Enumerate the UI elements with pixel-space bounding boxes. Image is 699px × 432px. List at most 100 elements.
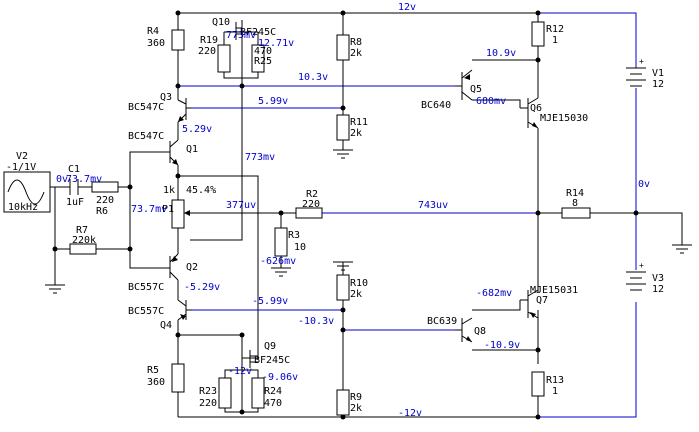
resistors: R4 360 R5 360 220 R6 R7 220k 1k 45.4% P1… [69, 21, 591, 416]
junctions [52, 10, 639, 420]
svg-text:773mv: 773mv [226, 30, 256, 41]
source-v2: V2 -1/1V 10kHz [3, 151, 55, 213]
svg-text:1: 1 [552, 35, 558, 46]
svg-text:-1/1V: -1/1V [6, 162, 36, 173]
svg-text:12: 12 [652, 79, 664, 90]
svg-text:-9.06v: -9.06v [262, 372, 298, 383]
svg-text:R3: R3 [288, 230, 300, 241]
svg-text:10.3v: 10.3v [298, 72, 328, 83]
svg-text:220: 220 [199, 398, 217, 409]
svg-text:Q9: Q9 [264, 341, 276, 352]
svg-text:743uv: 743uv [418, 200, 448, 211]
svg-text:0v: 0v [56, 174, 68, 185]
svg-text:BF245C: BF245C [240, 27, 276, 38]
svg-text:1uF: 1uF [66, 197, 84, 208]
svg-text:773mv: 773mv [245, 152, 275, 163]
svg-text:R7: R7 [76, 225, 88, 236]
svg-text:220: 220 [302, 199, 320, 210]
svg-text:V3: V3 [652, 273, 664, 284]
svg-text:Q8: Q8 [474, 326, 486, 337]
svg-text:BC640: BC640 [421, 100, 451, 111]
svg-text:2k: 2k [350, 48, 362, 59]
svg-text:Q6: Q6 [530, 103, 542, 114]
svg-text:Q10: Q10 [212, 17, 230, 28]
svg-text:V2: V2 [16, 151, 28, 162]
svg-text:377uv: 377uv [226, 200, 256, 211]
svg-text:R4: R4 [147, 26, 159, 37]
svg-text:Q4: Q4 [160, 320, 172, 331]
svg-text:5.99v: 5.99v [258, 96, 288, 107]
svg-text:73.7mv: 73.7mv [131, 204, 167, 215]
svg-text:5.29v: 5.29v [182, 124, 212, 135]
wires [45, 12, 692, 418]
svg-text:12v: 12v [398, 2, 416, 13]
svg-text:-5.99v: -5.99v [252, 296, 288, 307]
svg-text:220k: 220k [72, 235, 96, 246]
voltage-labels: 12v -12v 0v 0v 73.7mv 73.7mv 773mv 12.71… [56, 2, 650, 419]
svg-text:-10.9v: -10.9v [484, 340, 520, 351]
svg-text:+: + [639, 57, 644, 66]
svg-text:12.71v: 12.71v [258, 38, 294, 49]
svg-text:10.9v: 10.9v [486, 48, 516, 59]
svg-text:R13: R13 [546, 375, 564, 386]
svg-text:2k: 2k [350, 128, 362, 139]
svg-text:MJE15030: MJE15030 [540, 113, 588, 124]
svg-text:2k: 2k [350, 403, 362, 414]
svg-text:V1: V1 [652, 68, 664, 79]
svg-text:BC557C: BC557C [128, 282, 164, 293]
svg-text:R5: R5 [147, 365, 159, 376]
svg-text:12: 12 [652, 284, 664, 295]
svg-text:BC547C: BC547C [128, 131, 164, 142]
svg-text:Q5: Q5 [470, 84, 482, 95]
svg-text:8: 8 [572, 198, 578, 209]
svg-text:R25: R25 [254, 56, 272, 67]
svg-text:R23: R23 [199, 386, 217, 397]
svg-text:220: 220 [198, 46, 216, 57]
svg-text:R24: R24 [264, 386, 282, 397]
svg-text:-5.29v: -5.29v [184, 282, 220, 293]
transistors: Q3 Q1 BC547C BC547C Q2 BC557C Q4 BC557C … [128, 17, 588, 368]
svg-text:R6: R6 [96, 206, 108, 217]
svg-text:Q3: Q3 [160, 92, 172, 103]
svg-text:1: 1 [552, 386, 558, 397]
svg-text:73.7mv: 73.7mv [66, 174, 102, 185]
svg-text:1k: 1k [163, 185, 175, 196]
svg-text:10kHz: 10kHz [8, 202, 38, 213]
svg-text:360: 360 [147, 38, 165, 49]
svg-text:BC547C: BC547C [128, 102, 164, 113]
svg-text:R11: R11 [350, 117, 368, 128]
svg-text:-682mv: -682mv [476, 288, 512, 299]
svg-text:R8: R8 [350, 37, 362, 48]
svg-text:-12v: -12v [228, 366, 252, 377]
svg-text:Q7: Q7 [536, 295, 548, 306]
capacitor-c1: C1 1uF [66, 164, 84, 208]
svg-text:220: 220 [96, 195, 114, 206]
svg-text:-12v: -12v [398, 408, 422, 419]
svg-text:-626mv: -626mv [260, 256, 296, 267]
svg-text:470: 470 [264, 398, 282, 409]
svg-text:2k: 2k [350, 289, 362, 300]
svg-text:R19: R19 [200, 35, 218, 46]
svg-text:BF245C: BF245C [254, 355, 290, 366]
svg-text:P1: P1 [162, 204, 174, 215]
svg-text:R10: R10 [350, 278, 368, 289]
svg-text:470: 470 [254, 46, 272, 57]
svg-text:45.4%: 45.4% [186, 185, 216, 196]
svg-text:+: + [639, 261, 644, 270]
svg-text:C1: C1 [68, 164, 80, 175]
svg-text:10: 10 [294, 242, 306, 253]
svg-text:680mv: 680mv [476, 96, 506, 107]
svg-text:R12: R12 [546, 24, 564, 35]
svg-text:R9: R9 [350, 392, 362, 403]
svg-text:BC557C: BC557C [128, 306, 164, 317]
svg-text:R14: R14 [566, 188, 584, 199]
svg-text:MJE15031: MJE15031 [530, 285, 578, 296]
svg-text:-10.3v: -10.3v [298, 316, 334, 327]
svg-text:BC639: BC639 [427, 316, 457, 327]
svg-text:360: 360 [147, 377, 165, 388]
batteries: + V1 12 + V3 12 [626, 57, 664, 295]
svg-text:R2: R2 [306, 189, 318, 200]
svg-text:0v: 0v [638, 179, 650, 190]
svg-text:Q2: Q2 [186, 262, 198, 273]
